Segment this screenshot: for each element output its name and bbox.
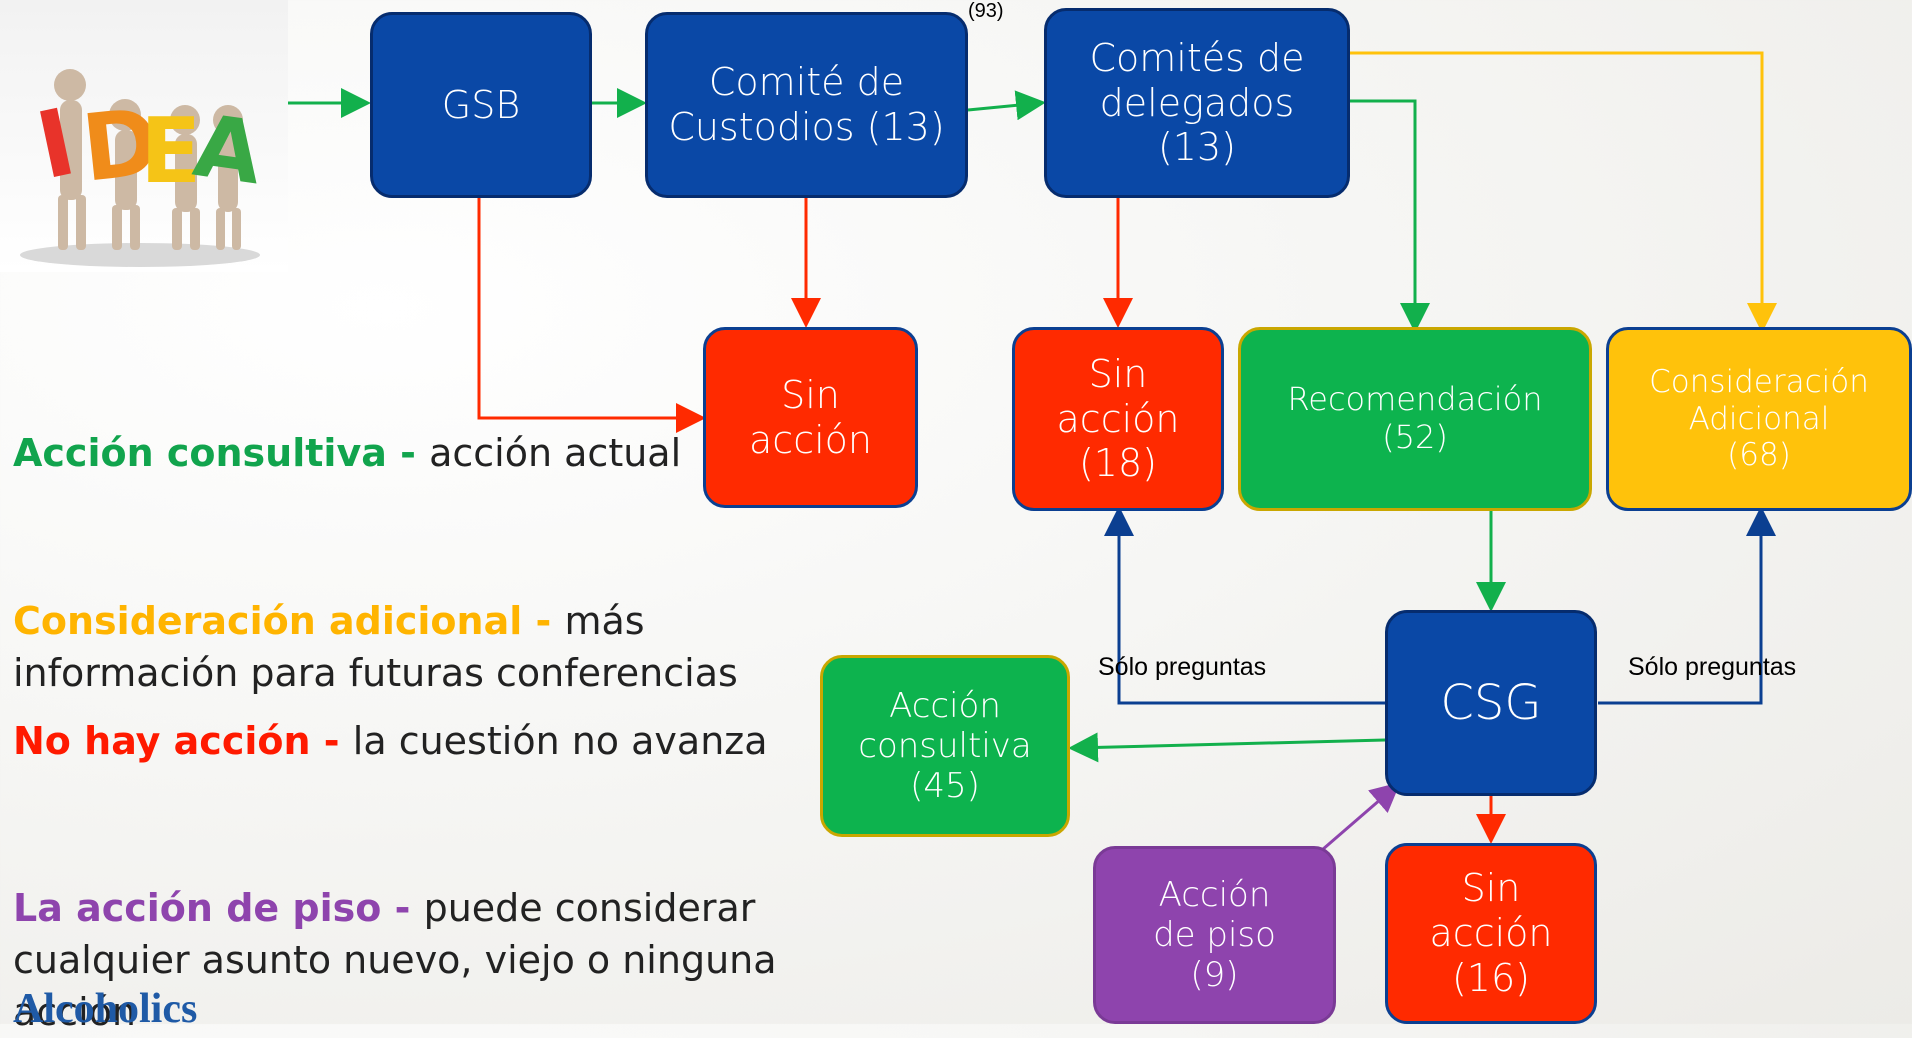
node-recomendacion: Recomendación (52) [1238,327,1592,511]
edge-csg-accion-consultiva [1068,732,1386,763]
edge-delegados-recomendacion [1350,99,1430,333]
edge-piso-csg [1321,782,1401,852]
edge-custodios-delegados [967,90,1046,121]
node-comites-delegados: Comités de delegados (13) [1044,8,1350,198]
legend-term: Consideración adicional - [13,599,565,644]
idea-image: I D E A [0,0,288,272]
legend-desc: acción actual [429,431,682,475]
node-csg: CSG [1385,610,1597,796]
node-custodios-note: (93) [968,0,1004,22]
legend-accion-consultiva: Acción consultiva - acción actual [13,427,681,479]
node-consideracion-adicional: Consideración Adicional (68) [1606,327,1912,511]
node-accion-consultiva: Acción consultiva (45) [820,655,1070,837]
node-sin-accion-delegados: Sin acción (18) [1012,327,1224,511]
legend-term: No hay acción - [13,719,353,763]
legend-consideracion-adicional: Consideración adicional - más informació… [13,543,738,699]
edge-gsb-sin-accion [477,195,706,433]
legend-desc: más información para futuras conferencia… [13,599,738,696]
idea-letter-a: A [188,96,268,204]
alcoholics-logo: Alcoholics [13,986,198,1032]
label-solo-preguntas-right: Sólo preguntas [1628,653,1797,681]
idea-letter-d: D [77,88,164,202]
legend-desc: la cuestión no avanza [352,719,768,763]
label-solo-preguntas-left: Sólo preguntas [1098,653,1267,681]
idea-letter-e: E [140,99,201,204]
legend-no-hay-accion: No hay acción - la cuestión no avanza [13,715,768,767]
node-accion-de-piso: Acción de piso (9) [1093,846,1336,1024]
legend-term: La acción de piso - [13,886,424,931]
node-comite-custodios: Comité de Custodios (13) [645,12,968,198]
edge-delegados-consideracion [1350,51,1777,333]
node-gsb: GSB [370,12,592,198]
node-sin-accion-csg: Sin acción (16) [1385,843,1597,1024]
idea-figures [54,69,243,250]
node-sin-accion-custodios: Sin acción [703,327,918,508]
legend-term: Acción consultiva - [13,431,430,475]
edge-csg-consideracion-question [1598,506,1776,705]
edge-csg-sin-accion-question [1104,506,1385,705]
